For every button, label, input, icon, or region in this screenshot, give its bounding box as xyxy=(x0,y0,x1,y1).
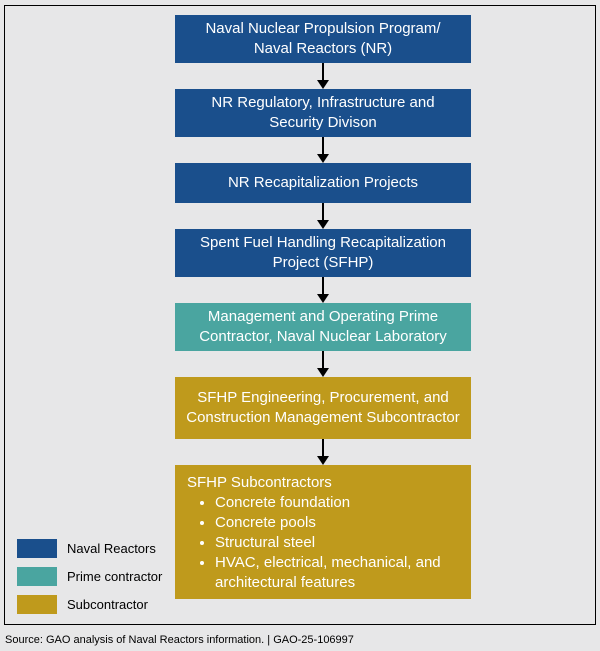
legend-label: Prime contractor xyxy=(67,569,163,584)
flow-box-naval-nuclear-propulsion: Naval Nuclear Propulsion Program/ Naval … xyxy=(175,15,471,63)
arrow-head xyxy=(317,154,329,163)
arrow-stem xyxy=(322,277,324,294)
arrow-stem xyxy=(322,203,324,220)
arrow-down-icon xyxy=(175,137,471,163)
flow-box-epc-management-subcontractor: SFHP Engineering, Procurement, and Const… xyxy=(175,377,471,439)
arrow-head xyxy=(317,80,329,89)
legend-row-subcontractor: Subcontractor xyxy=(17,595,162,614)
flow-box-sfhp-subcontractors: SFHP Subcontractors Concrete foundation … xyxy=(175,465,471,599)
arrow-stem xyxy=(322,439,324,456)
source-note: Source: GAO analysis of Naval Reactors i… xyxy=(5,634,354,646)
arrow-head xyxy=(317,456,329,465)
arrow-head xyxy=(317,220,329,229)
flow-box-prime-contractor: Management and Operating Prime Contracto… xyxy=(175,303,471,351)
figure-frame: Naval Nuclear Propulsion Program/ Naval … xyxy=(4,5,596,625)
flow-box-sfhp-project: Spent Fuel Handling Recapitalization Pro… xyxy=(175,229,471,277)
arrow-down-icon xyxy=(175,439,471,465)
arrow-stem xyxy=(322,63,324,80)
flow-box-nr-recapitalization-projects: NR Recapitalization Projects xyxy=(175,163,471,203)
legend: Naval Reactors Prime contractor Subcontr… xyxy=(17,539,162,614)
arrow-stem xyxy=(322,351,324,368)
list-item: HVAC, electrical, mechanical, and archit… xyxy=(215,553,463,593)
arrow-head xyxy=(317,368,329,377)
subcontractors-list: Concrete foundation Concrete pools Struc… xyxy=(187,493,463,593)
list-item: Concrete foundation xyxy=(215,493,463,513)
list-item: Structural steel xyxy=(215,533,463,553)
legend-label: Subcontractor xyxy=(67,597,148,612)
arrow-head xyxy=(317,294,329,303)
arrow-down-icon xyxy=(175,277,471,303)
legend-row-naval-reactors: Naval Reactors xyxy=(17,539,162,558)
legend-label: Naval Reactors xyxy=(67,541,156,556)
legend-row-prime-contractor: Prime contractor xyxy=(17,567,162,586)
legend-swatch-subcontractor xyxy=(17,595,57,614)
flow-box-nr-regulatory-division: NR Regulatory, Infrastructure and Securi… xyxy=(175,89,471,137)
arrow-down-icon xyxy=(175,63,471,89)
legend-swatch-prime-contractor xyxy=(17,567,57,586)
arrow-down-icon xyxy=(175,203,471,229)
org-chart: Naval Nuclear Propulsion Program/ Naval … xyxy=(175,15,471,599)
legend-swatch-naval-reactors xyxy=(17,539,57,558)
subcontractors-title: SFHP Subcontractors xyxy=(187,474,332,491)
arrow-down-icon xyxy=(175,351,471,377)
list-item: Concrete pools xyxy=(215,513,463,533)
arrow-stem xyxy=(322,137,324,154)
